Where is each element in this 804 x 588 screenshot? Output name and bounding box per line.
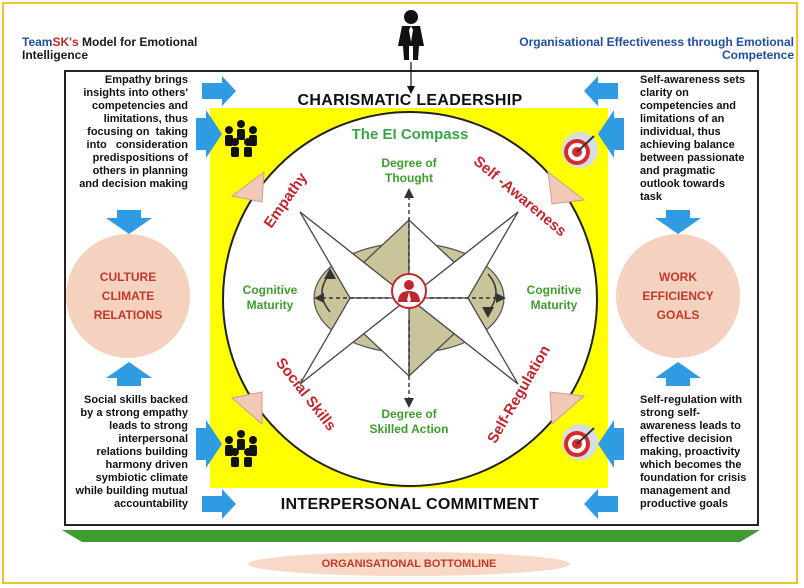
west-line1: Cognitive — [242, 283, 298, 297]
side-text-line: relations building — [96, 446, 188, 458]
side-text-line: outlook towards — [640, 178, 725, 190]
target-icon — [562, 424, 598, 460]
bottomline-label: ORGANISATIONAL BOTTOMLINE — [248, 552, 570, 576]
side-text-line: productive goals — [640, 498, 729, 510]
side-text-line: limitations of an — [640, 113, 725, 125]
businessman-icon — [398, 10, 424, 60]
curved-arrow-head — [324, 268, 336, 279]
left-circle-line3: RELATIONS — [93, 308, 163, 322]
side-text-line: harmony driven — [105, 459, 188, 471]
side-text-line: limitations, thus — [103, 113, 188, 125]
side-text-line: Self-regulation with — [640, 394, 743, 406]
compass-north-label: Degree of Thought — [349, 156, 469, 186]
side-text-line: by a strong empathy — [80, 407, 188, 419]
compass-south-label: Degree of Skilled Action — [349, 407, 469, 437]
model-subtitle-line1: Organisational Effectiveness through Emo… — [519, 35, 794, 49]
right-outcome-circle — [616, 234, 740, 358]
curved-arrow-head — [482, 307, 494, 318]
compass-west-label: Cognitive Maturity — [228, 283, 312, 313]
model-title-prefix: Team — [22, 35, 53, 49]
side-text-line: awareness leads to — [640, 420, 741, 432]
left-circle-line1: CULTURE — [99, 270, 157, 284]
side-text-line: task — [640, 191, 663, 203]
blue-arrows — [106, 76, 701, 519]
north-line1: Degree of — [381, 156, 437, 170]
compass-title: The EI Compass — [351, 126, 469, 143]
side-text-line: interpersonal — [118, 433, 188, 445]
side-text-line: and decision making — [79, 178, 188, 190]
leader-icon-figure — [398, 280, 420, 303]
side-text-line: leads to strong — [109, 420, 188, 432]
east-line1: Cognitive — [526, 283, 582, 297]
team-icon — [225, 120, 257, 157]
model-title-brand: SK's — [52, 35, 79, 49]
model-title-line2: Intelligence — [22, 48, 89, 62]
outer-frame — [2, 2, 798, 584]
compass-axes — [322, 196, 498, 400]
side-text-line: between passionate — [640, 152, 745, 164]
model-subtitle: Organisational Effectiveness through Emo… — [464, 36, 794, 62]
team-icon — [225, 430, 257, 467]
side-text-line: effective decision — [640, 433, 733, 445]
side-text-line: which becomes the — [640, 459, 742, 471]
decor-triangles — [230, 170, 586, 426]
target-icon — [562, 132, 598, 168]
side-text-line: predispositions of — [92, 152, 188, 164]
side-text-line: competencies and — [92, 100, 188, 112]
green-base-bar — [62, 530, 760, 542]
side-text-line: competencies and — [640, 100, 736, 112]
north-line2: Thought — [385, 171, 433, 185]
model-title-rest: Model for Emotional — [78, 35, 198, 49]
side-text-line: while building mutual — [75, 485, 188, 497]
right-circle-label: WORK EFFICIENCY GOALS — [622, 268, 734, 325]
south-line1: Degree of — [381, 407, 437, 421]
side-text-line: management and — [640, 485, 731, 497]
south-line2: Skilled Action — [369, 422, 449, 436]
top-banner: CHARISMATIC LEADERSHIP — [297, 92, 523, 109]
side-text-line: and pragmatic — [640, 165, 716, 177]
side-text-line: strong self- — [640, 407, 700, 419]
left-circle-line2: CLIMATE — [101, 289, 155, 303]
right-circle-line2: EFFICIENCY — [642, 289, 714, 303]
side-text-line: Empathy brings — [104, 74, 188, 86]
side-text-line: symbiotic climate — [95, 472, 188, 484]
bottom-banner: INTERPERSONAL COMMITMENT — [280, 496, 540, 513]
model-subtitle-line2: Competence — [721, 48, 794, 62]
left-outcome-circle — [66, 234, 190, 358]
compass-star — [299, 211, 519, 385]
compass-east-label: Cognitive Maturity — [512, 283, 596, 313]
side-text-line: insights into others' — [83, 87, 188, 99]
side-text-line: achieving balance — [640, 139, 735, 151]
model-title: TeamSK's Model for Emotional Intelligenc… — [22, 36, 197, 62]
side-text-line: foundation for crisis — [640, 472, 747, 484]
side-text-line: accountability — [114, 498, 188, 510]
left-circle-label: CULTURE CLIMATE RELATIONS — [72, 268, 184, 325]
east-line2: Maturity — [530, 298, 578, 312]
right-circle-line3: GOALS — [656, 308, 700, 322]
west-line2: Maturity — [246, 298, 294, 312]
side-text-line: focusing on taking — [87, 126, 188, 138]
side-text-line: clarity on — [640, 87, 689, 99]
side-text-line: individual, thus — [640, 126, 721, 138]
side-text-line: Self-awareness sets — [640, 74, 746, 86]
side-text-line: making, proactivity — [640, 446, 741, 458]
connector-arrow — [407, 86, 415, 94]
side-text-line: into consideration — [86, 139, 188, 151]
side-text-line: Social skills backed — [84, 394, 188, 406]
right-circle-line1: WORK — [659, 270, 697, 284]
side-text-line: others in planning — [92, 165, 188, 177]
